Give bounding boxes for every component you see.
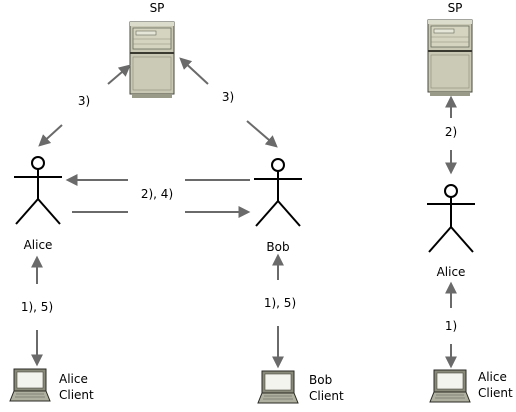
arrow-to-bob <box>246 120 278 148</box>
step-label-sp-bob: 3) <box>222 90 234 104</box>
arrow-to-sp-right <box>179 57 209 85</box>
sp-server-icon-left <box>129 21 175 99</box>
bob-client-label-line1: Bob <box>309 373 332 387</box>
sp-server-icon-right <box>427 19 473 97</box>
bob-client-label-line2: Client <box>309 389 344 403</box>
step-label-alice-bob: 2), 4) <box>141 187 173 201</box>
alice-client-label-right-line1: Alice <box>478 370 507 384</box>
bob-actor-icon <box>254 158 302 227</box>
arrow-to-sp-left <box>107 64 131 85</box>
alice-client-laptop-icon-right <box>429 369 471 403</box>
sp-label-right: SP <box>448 1 463 15</box>
alice-client-label-right-line2: Client <box>478 386 513 400</box>
alice-client-label-line1: Alice <box>59 372 88 386</box>
bob-client-laptop-icon <box>257 370 299 404</box>
alice-client-laptop-icon <box>9 368 51 402</box>
step-label-alice-client-right: 1) <box>445 319 457 333</box>
alice-actor-icon <box>14 156 62 225</box>
step-label-sp-alice-right: 2) <box>445 125 457 139</box>
bob-label: Bob <box>266 240 289 254</box>
arrow-to-alice <box>38 124 63 147</box>
step-label-sp-alice: 3) <box>78 94 90 108</box>
step-label-alice-client: 1), 5) <box>21 300 53 314</box>
alice-actor-icon-right <box>427 184 475 253</box>
sp-label-left: SP <box>150 1 165 15</box>
alice-label: Alice <box>24 238 53 252</box>
alice-client-label-line2: Client <box>59 388 94 402</box>
step-label-bob-client: 1), 5) <box>264 296 296 310</box>
alice-label-right: Alice <box>437 265 466 279</box>
